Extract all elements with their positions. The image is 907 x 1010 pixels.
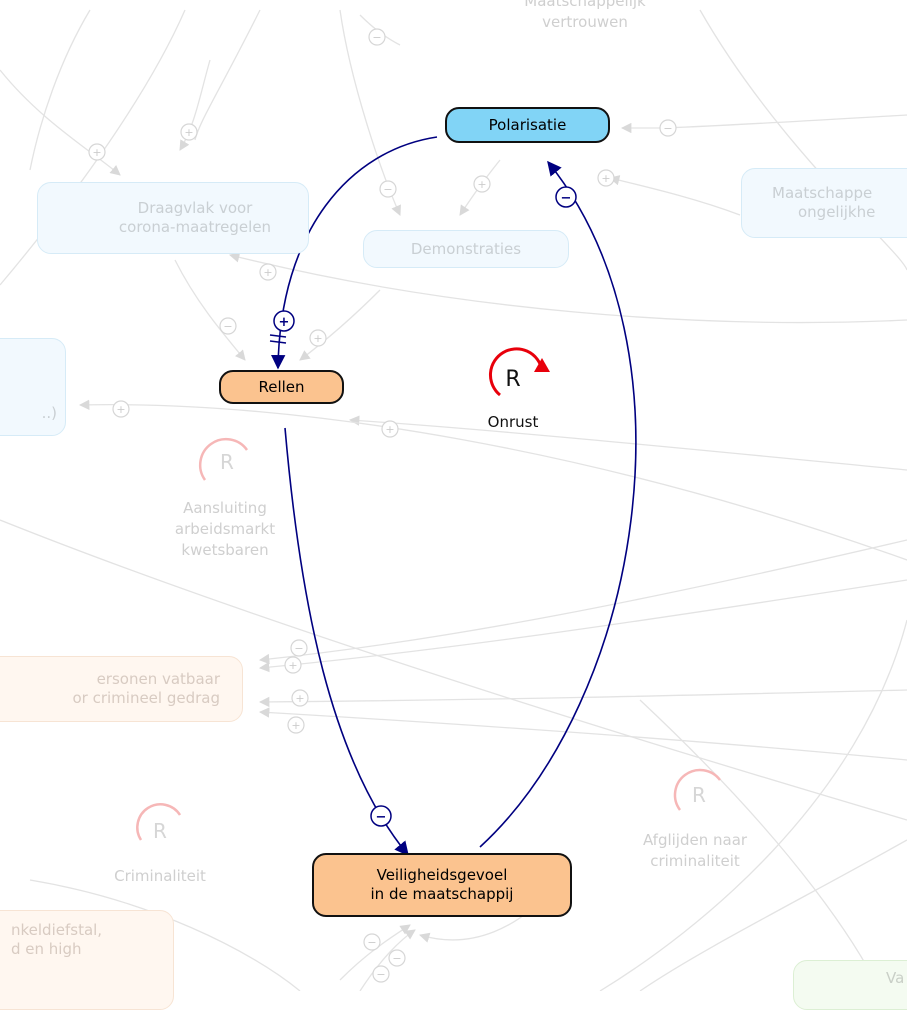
loop-label-onrust: Onrust	[463, 412, 563, 433]
onrust-loop-icon: R	[489, 347, 550, 397]
loop-afglijden-line2: criminaliteit	[650, 852, 740, 870]
node-left-partial: ..)	[0, 338, 66, 436]
node-polarisatie[interactable]: Polarisatie	[445, 107, 610, 143]
polarity-veiligheidsgevoel-polarisatie: −	[561, 191, 572, 206]
svg-text:+: +	[385, 423, 394, 436]
svg-text:+: +	[288, 659, 297, 672]
loop-label-afglijden: Afglijden naar criminaliteit	[610, 830, 780, 872]
node-maatschappelijk-vertrouwen: Maatschappelijk vertrouwen	[490, 0, 680, 33]
background-polarity-markers	[88, 28, 677, 983]
node-rellen[interactable]: Rellen	[219, 370, 344, 404]
background-loop-arrows	[136, 437, 721, 841]
svg-text:+: +	[313, 332, 322, 345]
node-demonstraties: Demonstraties	[363, 230, 569, 268]
loop-aansluiting-line1: Aansluiting	[183, 499, 267, 517]
background-loop-letters: R R R	[153, 450, 706, 843]
svg-text:+: +	[295, 692, 304, 705]
node-vertrouwen-line2: vertrouwen	[542, 13, 628, 31]
node-draagvlak: Draagvlak voor corona-maatregelen	[37, 182, 309, 254]
svg-text:+: +	[116, 403, 125, 416]
node-veiligheidsgevoel-line2: in de maatschappij	[370, 885, 514, 903]
loop-letter-aansluiting: R	[220, 450, 234, 474]
loop-letter-onrust: R	[505, 367, 520, 392]
svg-text:+: +	[263, 266, 272, 279]
svg-text:−: −	[392, 952, 401, 965]
node-veiligheidsgevoel-line1: Veiligheidsgevoel	[376, 866, 508, 885]
link-veiligheidsgevoel-to-polarisatie	[479, 160, 637, 848]
node-maatschappelijke-ongelijkheid: Maatschappe ongelijkhe	[741, 168, 907, 238]
node-polarisatie-label: Polarisatie	[488, 115, 567, 134]
node-draagvlak-line1: Draagvlak voor	[137, 199, 253, 218]
loop-aansluiting-line2: arbeidsmarkt	[174, 520, 276, 538]
svg-text:−: −	[294, 642, 303, 655]
active-polarity-signs: + − −	[279, 191, 572, 825]
node-veiligheidsgevoel[interactable]: Veiligheidsgevoel in de maatschappij	[312, 853, 572, 917]
loop-letter-afglijden: R	[692, 783, 706, 807]
svg-text:−: −	[376, 968, 385, 981]
node-ongelijkheid-line2: ongelijkhe	[798, 203, 876, 221]
loop-letter-criminaliteit: R	[153, 819, 167, 843]
node-personen-vatbaar: ersonen vatbaar or crimineel gedrag	[0, 656, 243, 722]
svg-text:+: +	[184, 126, 193, 139]
node-personen-line1: ersonen vatbaar	[96, 670, 220, 689]
node-demonstraties-label: Demonstraties	[410, 239, 522, 258]
loop-criminaliteit-text: Criminaliteit	[114, 867, 206, 885]
svg-text:−: −	[372, 31, 381, 44]
svg-text:−: −	[223, 320, 232, 333]
node-bottom-right-partial: Va	[793, 960, 907, 1010]
loop-onrust-text: Onrust	[487, 413, 539, 431]
delay-marks	[269, 334, 287, 344]
loop-aansluiting-line3: kwetsbaren	[181, 541, 269, 559]
node-rellen-label: Rellen	[258, 377, 305, 396]
node-winkeldiefstal: nkeldiefstal, d en high	[0, 910, 174, 1010]
node-left-partial-label: ..)	[41, 404, 57, 423]
svg-text:−: −	[383, 183, 392, 196]
svg-text:+: +	[291, 719, 300, 732]
polarity-rellen-veiligheidsgevoel: −	[376, 810, 387, 825]
loop-label-aansluiting: Aansluiting arbeidsmarkt kwetsbaren	[140, 498, 310, 561]
node-bottom-right-label: Va	[886, 969, 905, 987]
loop-afglijden-line1: Afglijden naar	[642, 831, 748, 849]
svg-text:+: +	[601, 172, 610, 185]
node-ongelijkheid-line1: Maatschappe	[772, 184, 873, 203]
active-polarity-markers	[273, 186, 577, 827]
svg-text:+: +	[92, 146, 101, 159]
node-draagvlak-line2: corona-maatregelen	[118, 218, 272, 236]
node-winkeldiefstal-line1: nkeldiefstal,	[11, 921, 103, 939]
node-winkeldiefstal-line2: d en high	[11, 939, 82, 958]
polarity-polarisatie-rellen: +	[279, 315, 290, 330]
node-personen-line2: or crimineel gedrag	[72, 689, 220, 707]
node-vertrouwen-line1: Maatschappelijk	[524, 0, 646, 10]
background-polarity-signs: −++ −++ −+− +++ −++ +−− −	[92, 31, 672, 981]
loop-label-criminaliteit: Criminaliteit	[85, 866, 235, 887]
svg-text:+: +	[477, 178, 486, 191]
svg-text:−: −	[367, 936, 376, 949]
svg-text:−: −	[663, 122, 672, 135]
